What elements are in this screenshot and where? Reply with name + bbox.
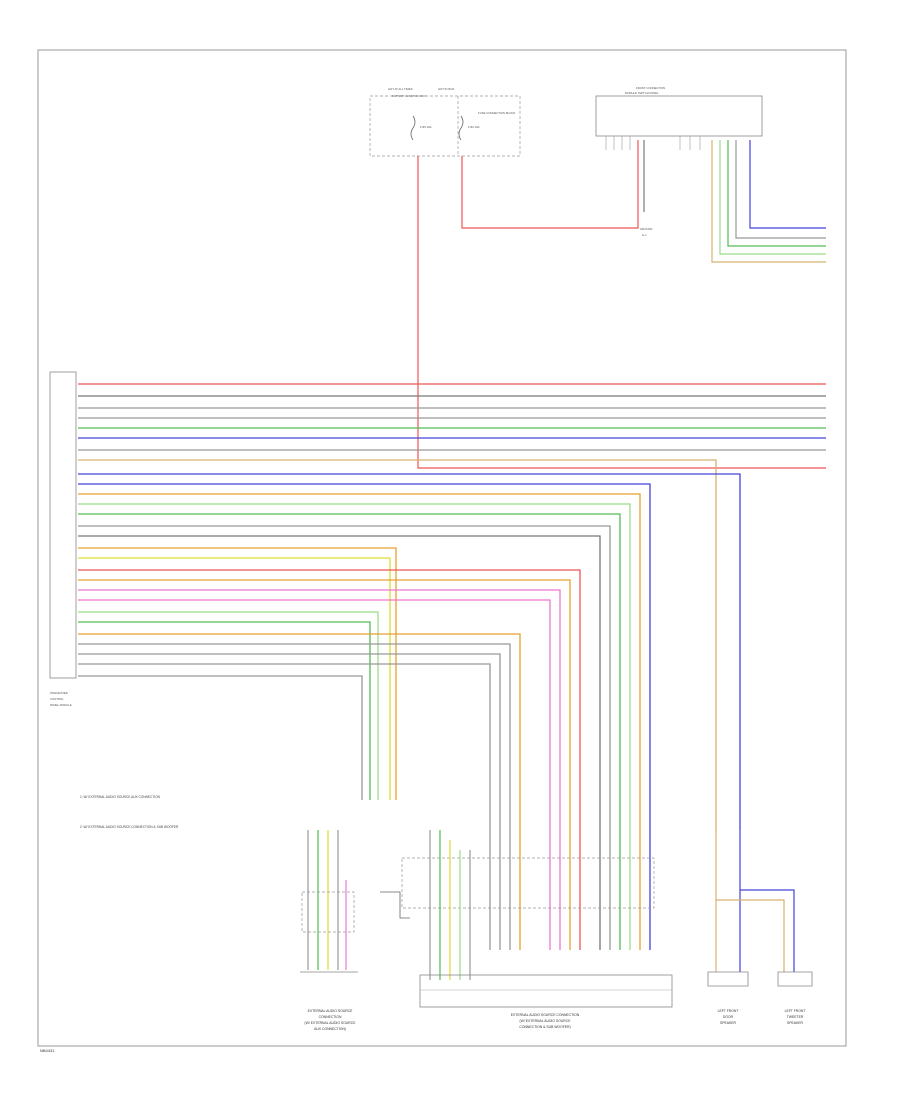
fuse-box: HOT AT ALL TIMES HOT IN RUN BATTERY JUNC… (369, 87, 521, 157)
fuse-box-title: BATTERY JUNCTION BOX (392, 94, 426, 98)
left-front-tweeter-caption-3: SPEAKER (787, 1021, 804, 1025)
fuse-b-label: F-86 10A (468, 125, 480, 129)
front-connection-module: FRONT CONNECTION MODULE SWITCH PANEL GRO… (595, 86, 763, 237)
front-module-ground-label-1: GROUND (640, 227, 652, 231)
left-front-door-caption-2: DOOR (723, 1015, 734, 1019)
ext-audio-large-caption-1: EXTERNAL AUDIO SOURCE CONNECTION (511, 1013, 580, 1017)
diagram-frame (37, 49, 847, 1047)
fuse-box-top-label-a: HOT AT ALL TIMES (388, 87, 413, 91)
ext-audio-small-outline (301, 891, 355, 933)
ext-audio-small-caption-3: (W/ EXTERNAL AUDIO SOURCE (305, 1021, 357, 1025)
front-module-subtitle: MODULE SWITCH PANEL (625, 91, 659, 95)
note-2: 2: W/ EXTERNAL AUDIO SOURCE CONNECTION &… (80, 825, 179, 829)
ext-audio-large-caption-2: (W/ EXTERNAL AUDIO SOURCE (520, 1019, 572, 1023)
fuse-b: F-86 10A (458, 115, 480, 141)
upper-harness (78, 383, 826, 830)
wire-fuse-to-harness (417, 156, 826, 469)
left-front-door-speaker: LEFT FRONT DOOR SPEAKER (707, 830, 749, 1025)
notes: 1: W/ EXTERNAL AUDIO SOURCE AUX CONNECTI… (80, 795, 179, 829)
left-module-label-2: CONTROL (50, 697, 64, 701)
middle-harness (78, 483, 651, 950)
ext-audio-small-caption-2: CONNECTION (319, 1015, 342, 1019)
wire-fuse-to-front-module (461, 140, 639, 229)
diagram-footer-id: NB4431 (40, 1048, 55, 1053)
fuse-a: F-85 10A (410, 115, 432, 141)
left-front-tweeter-caption-1: LEFT FRONT (785, 1009, 806, 1013)
ext-audio-large-connector: EXTERNAL AUDIO SOURCE CONNECTION (W/ EXT… (380, 830, 673, 1029)
fuse-box-outline (369, 95, 521, 157)
left-front-tweeter-caption-2: TWEETER (787, 1015, 804, 1019)
left-front-door-caption-3: SPEAKER (720, 1021, 737, 1025)
ext-audio-small-caption-4: AUX CONNECTION) (314, 1027, 346, 1031)
ext-audio-small-connector: EXTERNAL AUDIO SOURCE CONNECTION (W/ EXT… (300, 830, 358, 1031)
fuse-a-label: F-85 10A (420, 125, 432, 129)
left-module-label-3: PANEL MODULE (50, 703, 72, 707)
left-module-connector-block (49, 371, 77, 679)
front-module-title: FRONT CONNECTION (636, 86, 665, 90)
ext-audio-large-dashed (401, 857, 655, 909)
fuse-box-side-note: FUSE CONNECTION BLOCK (478, 111, 515, 115)
left-module-label-1: INTEGRATED (50, 691, 68, 695)
ext-audio-small-caption-1: EXTERNAL AUDIO SOURCE (308, 1009, 353, 1013)
lower-harness (78, 547, 581, 950)
front-module-box (595, 95, 763, 137)
left-module: INTEGRATED CONTROL PANEL MODULE (49, 371, 77, 707)
front-module-output-wires (643, 140, 826, 263)
left-front-tweeter: LEFT FRONT TWEETER SPEAKER (716, 889, 813, 1025)
note-1: 1: W/ EXTERNAL AUDIO SOURCE AUX CONNECTI… (80, 795, 161, 799)
front-module-ground-label-2: G-1 (642, 233, 647, 237)
left-front-door-caption-1: LEFT FRONT (718, 1009, 739, 1013)
ext-audio-large-caption-3: CONNECTION & SUB WOOFER) (519, 1025, 570, 1029)
ext-audio-large-box (419, 974, 673, 1008)
fuse-box-top-label-b: HOT IN RUN (438, 87, 454, 91)
